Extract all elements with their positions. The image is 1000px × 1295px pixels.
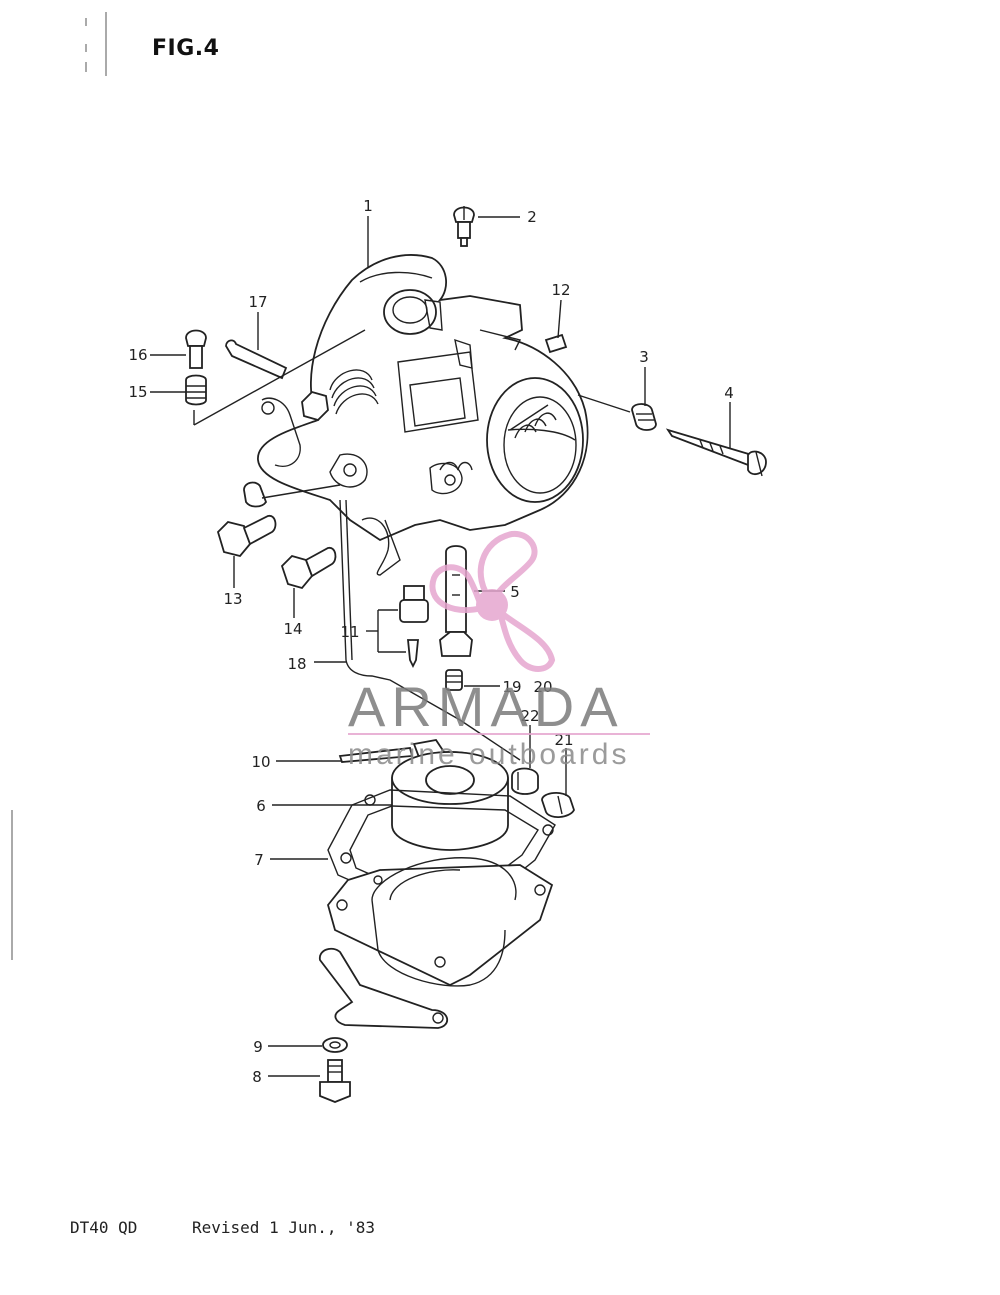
part-2-screw [453, 206, 475, 247]
part-11-needle-valve [366, 585, 429, 669]
part-5-emulsion-tube [439, 545, 473, 657]
callout-18: 18 [287, 655, 306, 673]
part-12-screw [544, 333, 568, 354]
callout-4: 4 [724, 384, 734, 402]
float-bowl [327, 857, 554, 987]
part-3-spring [631, 403, 657, 431]
bowl-bracket [319, 947, 448, 1029]
part-18-rod [339, 499, 521, 761]
callout-13: 13 [223, 590, 242, 608]
part-21-screw [541, 792, 575, 818]
callout-21: 21 [554, 731, 573, 749]
part-15-spring [185, 374, 207, 406]
callout-2: 2 [527, 208, 537, 226]
callout-19: 19 [502, 678, 521, 696]
propeller-logo-icon [429, 530, 556, 672]
part-4-needle-screw [665, 428, 767, 477]
callout-numbers: 1 2 3 4 5 6 7 8 9 10 11 12 13 14 15 16 1… [128, 197, 733, 1086]
callout-14: 14 [283, 620, 302, 638]
part-22-plug [511, 767, 539, 795]
part-17-shaft [225, 339, 288, 380]
callout-20: 20 [533, 678, 552, 696]
callout-12: 12 [551, 281, 570, 299]
throttle-spring [301, 369, 379, 422]
part-8-bolt [319, 1059, 351, 1103]
watermark-tagline: marine outboards [348, 738, 629, 771]
footer-revision: Revised 1 Jun., '83 [192, 1218, 376, 1237]
armada-watermark: ARMADA marine outboards [348, 530, 650, 771]
callout-8: 8 [252, 1068, 262, 1086]
callout-3: 3 [639, 348, 649, 366]
figure-title: FIG.4 [152, 36, 220, 61]
leader-lines [150, 216, 731, 1077]
callout-5: 5 [510, 583, 520, 601]
part-19-20-main-jet [445, 669, 463, 691]
callout-6: 6 [256, 797, 266, 815]
callout-11: 11 [340, 623, 359, 641]
callout-1: 1 [363, 197, 373, 215]
callout-16: 16 [128, 346, 147, 364]
callout-10: 10 [251, 753, 270, 771]
part-13-bolt [216, 515, 277, 558]
callout-22: 22 [520, 707, 539, 725]
footer-model: DT40 QD [70, 1218, 138, 1237]
callout-17: 17 [248, 293, 267, 311]
watermark-brand: ARMADA [348, 675, 624, 738]
callout-9: 9 [253, 1038, 263, 1056]
callout-7: 7 [254, 851, 264, 869]
carburetor-body [243, 254, 589, 576]
part-9-washer [322, 1037, 348, 1053]
callout-15: 15 [128, 383, 147, 401]
scan-margin-marks [11, 12, 107, 960]
part-16-screw [185, 329, 207, 369]
part-14-bolt [280, 547, 337, 590]
